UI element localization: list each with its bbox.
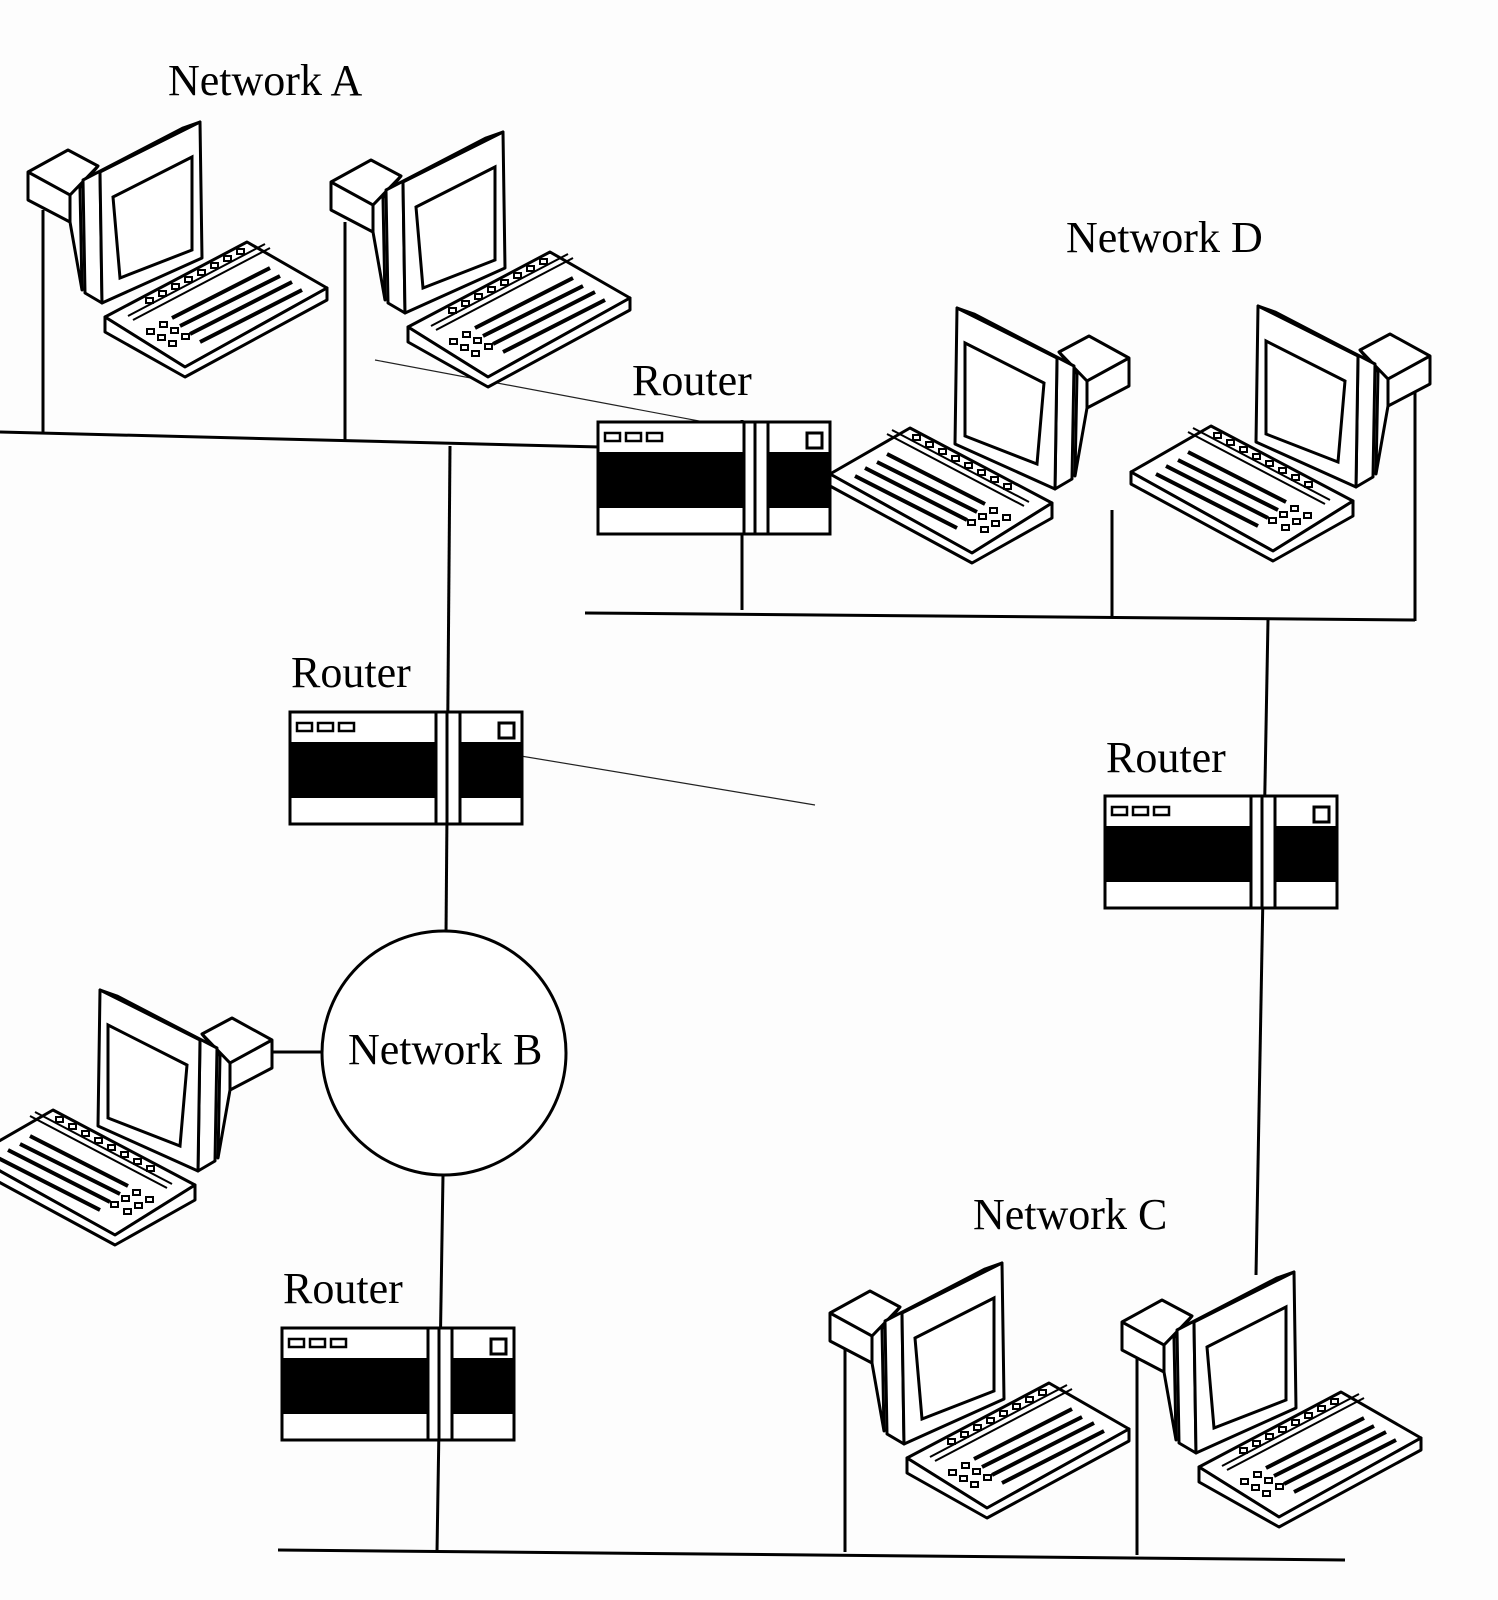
- router-label: Router: [1106, 733, 1226, 782]
- network-d-bus: [584, 611, 1416, 622]
- workstation-icon: [0, 988, 274, 1247]
- router-label: Router: [291, 648, 411, 697]
- workstation-icon: [26, 120, 329, 379]
- workstation-icon: [1120, 1270, 1423, 1529]
- network-a-bus: [0, 430, 601, 449]
- network-c-label: Network C: [973, 1190, 1167, 1239]
- workstation-icon: [828, 1261, 1131, 1520]
- network-d-label: Network D: [1066, 213, 1263, 262]
- router-icon: [288, 710, 524, 826]
- workstation-icon: [828, 306, 1131, 565]
- router-icon: [280, 1326, 516, 1442]
- network-a-label: Network A: [168, 56, 363, 105]
- network-b-ring: [320, 929, 568, 1177]
- router-label: Router: [283, 1264, 403, 1313]
- workstation-icon: [329, 130, 632, 389]
- workstation-icon: [1129, 304, 1432, 563]
- router-label: Router: [632, 356, 752, 405]
- router-icon: [596, 420, 832, 536]
- network-c-bus: [277, 1548, 1346, 1562]
- router-icon: [1103, 794, 1339, 910]
- network-b-label: Network B: [348, 1025, 542, 1074]
